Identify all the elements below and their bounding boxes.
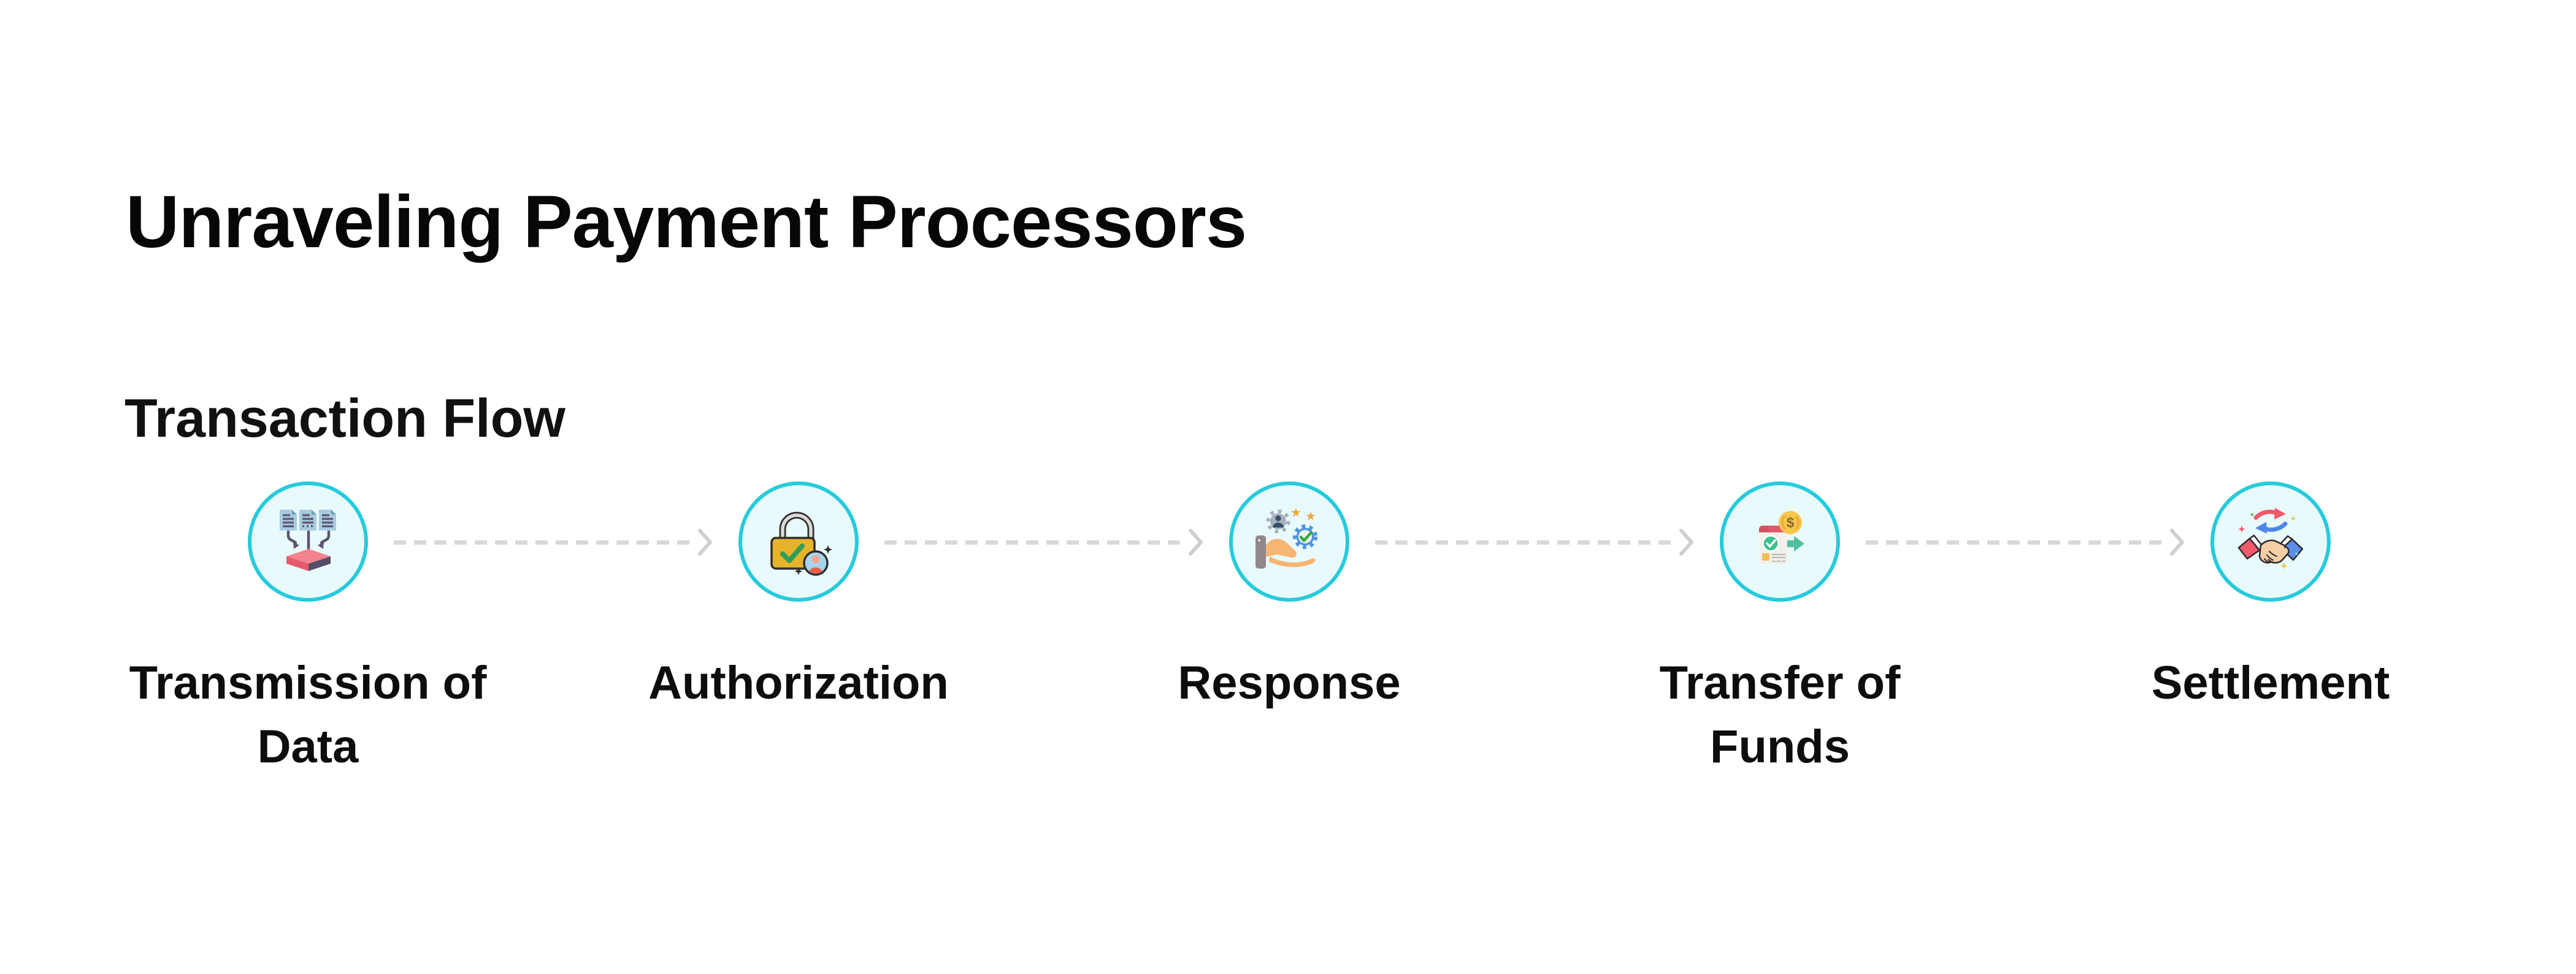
flow-connector	[884, 529, 1203, 556]
arrow-chevron-icon	[698, 529, 712, 556]
step-circle	[248, 481, 368, 602]
section-title: Transaction Flow	[125, 388, 565, 449]
step-label: Transmission of Data	[129, 657, 487, 773]
flow-connector	[1375, 529, 1694, 556]
dashed-line	[394, 540, 696, 545]
step-circle: $	[1720, 481, 1840, 602]
padlock-verified-user-icon	[770, 512, 832, 576]
handshake-exchange-icon	[2237, 508, 2304, 570]
svg-text:$: $	[1787, 515, 1795, 531]
arrow-chevron-icon	[1189, 529, 1203, 556]
dashed-line	[1375, 540, 1677, 545]
flow-connector	[1866, 529, 2185, 556]
page-title: Unraveling Payment Processors	[126, 180, 1247, 264]
step-label: Settlement	[2151, 657, 2390, 709]
step-circle	[1229, 481, 1349, 602]
step-label: Response	[1178, 657, 1401, 709]
documents-to-server-icon	[280, 510, 336, 571]
arrow-chevron-icon	[1679, 529, 1693, 556]
flow-connector	[394, 529, 713, 556]
dashed-line	[884, 540, 1186, 545]
hand-approval-badge-icon	[1255, 508, 1317, 569]
arrow-chevron-icon	[2170, 529, 2184, 556]
receipt-coin-transfer-icon: $	[1759, 511, 1804, 564]
step-circle	[2210, 481, 2331, 602]
dashed-line	[1866, 540, 2168, 545]
step-label: Authorization	[648, 657, 949, 709]
step-label: Transfer of Funds	[1659, 657, 1901, 773]
step-circle	[738, 481, 859, 602]
